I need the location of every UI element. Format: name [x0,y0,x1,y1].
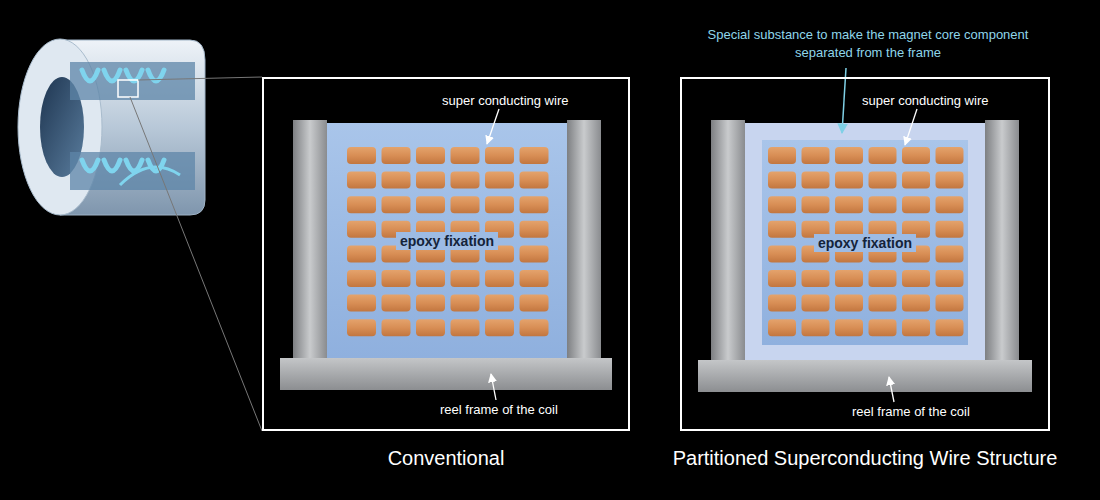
superconducting-wire [768,270,796,287]
panel-caption: Conventional [388,447,505,470]
superconducting-wire [902,319,930,336]
superconducting-wire [768,196,796,213]
superconducting-wire [382,172,411,189]
superconducting-wire [802,172,830,189]
superconducting-wire [416,172,445,189]
panel-caption: Partitioned Superconducting Wire Structu… [673,447,1058,470]
superconducting-wire [936,270,964,287]
superconducting-wire [936,295,964,312]
superconducting-wire [347,196,376,213]
superconducting-wire [936,196,964,213]
superconducting-wire [451,196,480,213]
superconducting-wire [869,147,897,164]
superconducting-wire [835,295,863,312]
superconducting-wire [382,196,411,213]
superconducting-wire [485,295,514,312]
superconducting-wire [768,295,796,312]
superconducting-wire [416,295,445,312]
superconducting-wire [768,147,796,164]
part-label: reel frame of the coil [440,401,558,419]
superconducting-wire [802,270,830,287]
superconducting-wire [416,196,445,213]
superconducting-wire [869,172,897,189]
block-label: epoxy fixation [396,232,498,250]
conventional-coil-section [280,120,612,390]
superconducting-wire [902,147,930,164]
superconducting-wire [520,319,549,336]
superconducting-wire [835,147,863,164]
superconducting-wire [835,196,863,213]
superconducting-wire [382,319,411,336]
epoxy-block: epoxy fixation [762,140,968,345]
superconducting-wire [382,295,411,312]
superconducting-wire [416,270,445,287]
superconducting-wire [936,245,964,262]
epoxy-block: epoxy fixation [327,123,567,358]
callout-note: Special substance to make the magnet cor… [686,26,1050,62]
magnet-cutaway [18,39,262,431]
superconducting-wire [520,245,549,262]
superconducting-wire [902,270,930,287]
superconducting-wire [869,270,897,287]
superconducting-wire [451,172,480,189]
superconducting-wire [936,221,964,238]
superconducting-wire [936,319,964,336]
superconducting-wire [347,245,376,262]
superconducting-wire [485,196,514,213]
superconducting-wire [451,270,480,287]
superconducting-wire [802,319,830,336]
superconducting-wire [768,172,796,189]
superconducting-wire [485,172,514,189]
section-panel: Conventionalepoxy fixation [262,77,630,431]
superconducting-wire [416,319,445,336]
superconducting-wire [835,172,863,189]
superconducting-wire [520,147,549,164]
superconducting-wire [768,245,796,262]
superconducting-wire [382,147,411,164]
superconducting-wire [520,221,549,238]
superconducting-wire [451,147,480,164]
superconducting-wire [869,319,897,336]
leader-lines [487,68,917,402]
superconducting-wire [347,221,376,238]
partitioned-coil-section [698,120,1032,392]
superconducting-wire [835,319,863,336]
superconducting-wire [520,196,549,213]
superconducting-wire [835,270,863,287]
superconducting-wire [347,295,376,312]
superconducting-wire [902,295,930,312]
superconducting-wire [520,172,549,189]
superconducting-wire [416,147,445,164]
superconducting-wire [347,270,376,287]
superconducting-wire [485,270,514,287]
part-label: reel frame of the coil [852,403,970,421]
superconducting-wire [382,270,411,287]
superconducting-wire [802,196,830,213]
superconducting-wire [936,172,964,189]
superconducting-wire [869,295,897,312]
superconducting-wire [902,172,930,189]
superconducting-wire [347,319,376,336]
section-panel: Partitioned Superconducting Wire Structu… [680,77,1050,431]
superconducting-wire [768,221,796,238]
superconducting-wire [802,295,830,312]
superconducting-wire [347,172,376,189]
superconducting-wire [802,147,830,164]
part-label: super conducting wire [442,92,568,110]
superconducting-wire [451,295,480,312]
superconducting-wire [902,196,930,213]
superconducting-wire [520,295,549,312]
superconducting-wire [768,319,796,336]
superconducting-wire [936,147,964,164]
superconducting-wire [485,319,514,336]
superconducting-wire [869,196,897,213]
superconducting-wire [485,147,514,164]
superconducting-wire [347,147,376,164]
superconducting-wire [520,270,549,287]
block-label: epoxy fixation [814,234,916,252]
part-label: super conducting wire [862,92,988,110]
superconducting-wire [451,319,480,336]
